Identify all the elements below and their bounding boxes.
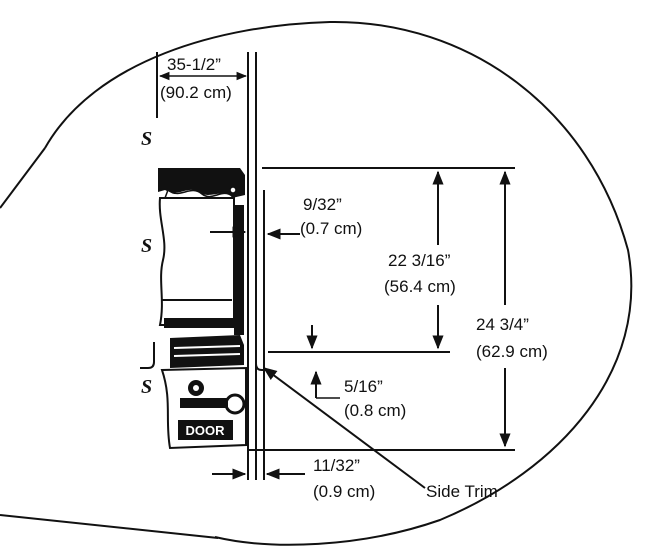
- door-badge: [178, 420, 233, 440]
- height-tall-in-label: 24 3/4”: [476, 315, 529, 334]
- offset-cm-label: (0.8 cm): [344, 401, 406, 420]
- leader-line-bottom: [0, 514, 219, 539]
- side-trim-leader: [262, 367, 426, 489]
- magnifier-outline: [44, 20, 633, 546]
- door-label: DOOR: [186, 423, 226, 438]
- height-short-in-label: 22 3/16”: [388, 251, 451, 270]
- gap-bottom-in-label: 11/32”: [313, 456, 360, 475]
- s-mark-middle: S: [141, 235, 152, 257]
- width-cm-label: (90.2 cm): [160, 83, 232, 102]
- j-bracket: [140, 342, 270, 371]
- gap-top-in-label: 9/32”: [303, 195, 342, 214]
- side-trim-label: Side Trim: [426, 482, 498, 501]
- middle-panel: [158, 197, 244, 335]
- top-trim-piece: [158, 168, 245, 199]
- offset-in-label: 5/16”: [344, 377, 383, 396]
- s-mark-top: S: [141, 128, 152, 150]
- width-in-label: 35-1/2”: [167, 55, 221, 74]
- gap-top-cm-label: (0.7 cm): [300, 219, 362, 238]
- height-short-cm-label: (56.4 cm): [384, 277, 456, 296]
- s-mark-bottom: S: [141, 376, 152, 398]
- leader-line-top: [0, 147, 46, 209]
- gap-bottom-cm-label: (0.9 cm): [313, 482, 375, 501]
- height-tall-cm-label: (62.9 cm): [476, 342, 548, 361]
